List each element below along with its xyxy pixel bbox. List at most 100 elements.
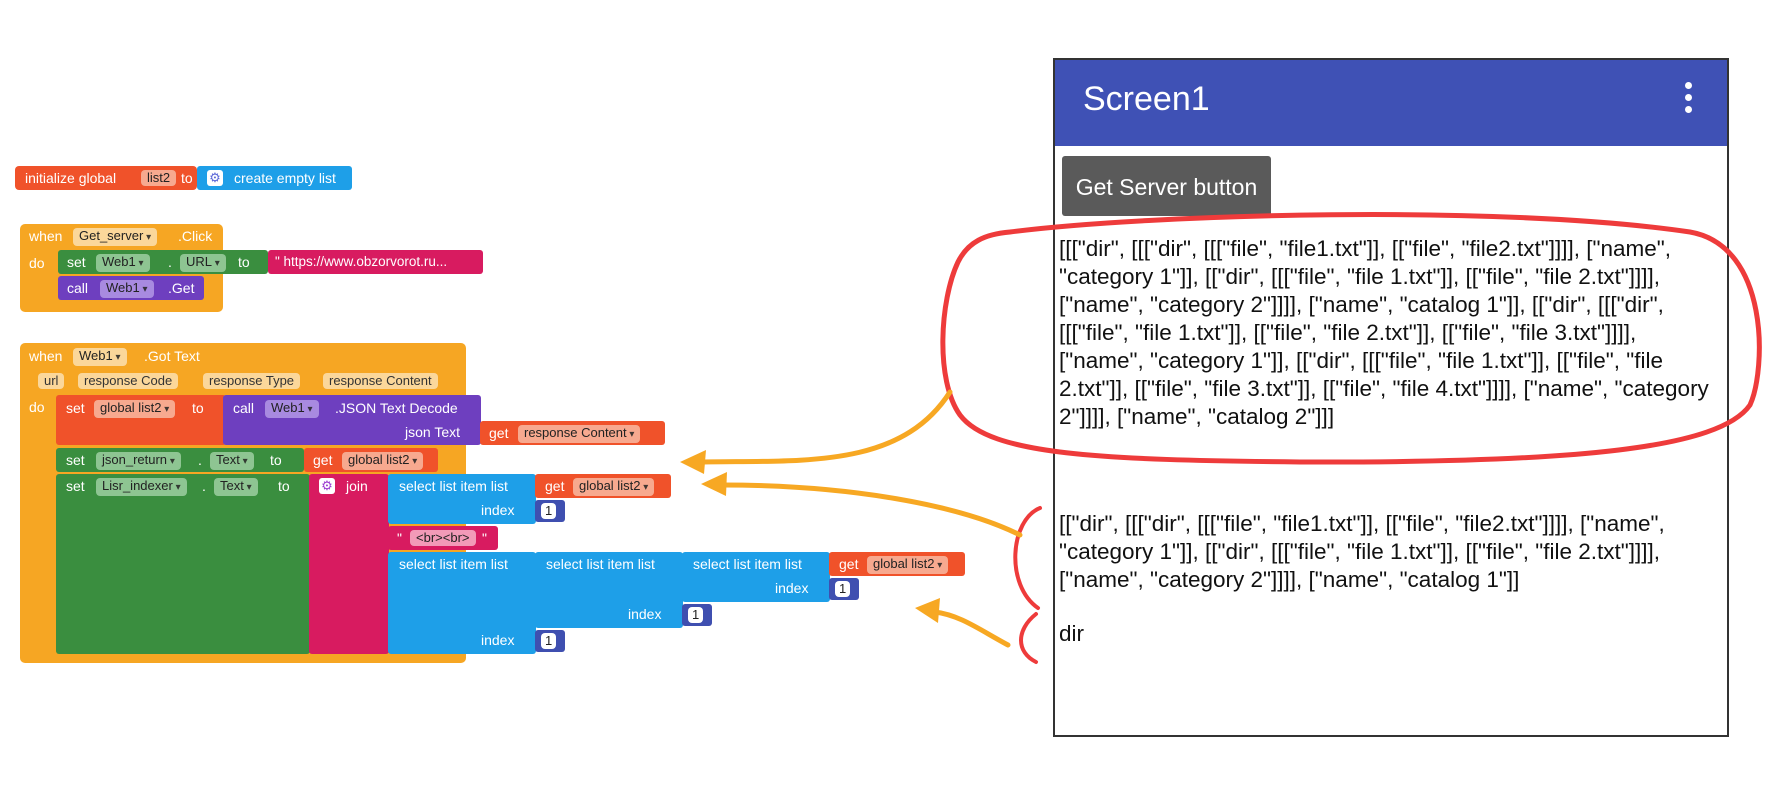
number-block[interactable]: 1 [535, 630, 565, 652]
orange-arrow-annotation [932, 609, 1011, 648]
call-label: call [67, 280, 89, 296]
gear-icon[interactable]: ⚙ [207, 170, 223, 186]
orange-arrow-annotation [719, 482, 1023, 538]
json-return-dropdown[interactable]: json_return [96, 452, 181, 470]
json-decode-label: .JSON Text Decode [335, 400, 458, 416]
result-label-3: dir [1059, 621, 1085, 646]
url-text-block[interactable]: " https://www.obzorvorot.ru... [268, 250, 483, 274]
gear-icon[interactable]: ⚙ [319, 478, 335, 494]
get-global-list2-block[interactable]: get global list2 [829, 552, 965, 576]
create-empty-list-block[interactable]: ⚙ create empty list [197, 166, 352, 190]
get-global-list2-block[interactable]: get global list2 [304, 448, 438, 472]
select-list-item-block[interactable]: select list item list index [535, 552, 683, 628]
select-list-item-label: select list item list [693, 556, 802, 572]
get-global-list2-block[interactable]: get global list2 [535, 474, 671, 498]
get-label: get [545, 478, 565, 494]
when-label: when [29, 228, 63, 244]
join-block[interactable]: ⚙ join [309, 474, 389, 654]
set-lisr-indexer-block[interactable]: set Lisr_indexer . Text to [56, 474, 310, 654]
join-label: join [346, 478, 368, 494]
web-component-dropdown[interactable]: Web1 [96, 254, 150, 272]
text-property-dropdown[interactable]: Text [214, 478, 258, 496]
set-label: set [67, 254, 86, 270]
init-global-block[interactable]: initialize global list2 to [15, 166, 197, 190]
select-list-item-label: select list item list [546, 556, 655, 572]
init-var-name[interactable]: list2 [141, 170, 177, 186]
do-label: do [29, 255, 45, 271]
index-label: index [481, 632, 515, 648]
param-response-code[interactable]: response Code [78, 373, 179, 389]
set-label: set [66, 478, 85, 494]
response-content-dropdown[interactable]: response Content [518, 425, 641, 443]
select-list-item-block[interactable]: select list item list index [682, 552, 830, 602]
get-label: get [839, 556, 859, 572]
to-label: to [270, 452, 282, 468]
get-label: get [489, 425, 509, 441]
select-list-item-label: select list item list [399, 556, 508, 572]
number-block[interactable]: 1 [682, 604, 712, 626]
param-url[interactable]: url [38, 373, 65, 389]
event-name: .Click [178, 228, 213, 244]
global-list2-dropdown[interactable]: global list2 [94, 400, 176, 418]
br-text-value[interactable]: <br><br> [410, 530, 476, 546]
number-block[interactable]: 1 [829, 578, 859, 600]
set-url-block[interactable]: set Web1 . URL to [58, 250, 268, 274]
get-label: get [313, 452, 333, 468]
json-text-label: json Text [405, 424, 460, 440]
overflow-menu-icon[interactable] [1685, 82, 1693, 118]
red-bracket-annotation [1019, 612, 1038, 664]
set-global-list2-block[interactable]: set global list2 to [56, 395, 226, 445]
orange-arrow-annotation [697, 389, 953, 465]
when-label: when [29, 348, 63, 364]
index-label: index [775, 580, 809, 596]
global-list2-dropdown[interactable]: global list2 [342, 452, 424, 470]
number-block[interactable]: 1 [535, 500, 565, 522]
select-list-item-block[interactable]: select list item list index [388, 474, 536, 524]
get-server-button[interactable]: Get Server button [1062, 156, 1271, 216]
url-text[interactable]: " https://www.obzorvorot.ru... [275, 254, 448, 269]
result-label-1: [[["dir", [[["dir", [[["file", "file1.tx… [1059, 236, 1709, 429]
text-property-dropdown[interactable]: Text [210, 452, 254, 470]
set-label: set [66, 400, 85, 416]
screen-title: Screen1 [1083, 80, 1210, 118]
arrow-head-icon [680, 450, 706, 474]
call-get-block[interactable]: call Web1 .Get [58, 276, 204, 300]
json-decode-block[interactable]: call Web1 .JSON Text Decode json Text [223, 395, 481, 445]
global-list2-dropdown[interactable]: global list2 [573, 478, 655, 496]
result-label-2: [["dir", [[["dir", [[["file", "file1.txt… [1059, 511, 1665, 592]
web-component-dropdown[interactable]: Web1 [73, 348, 127, 366]
do-label: do [29, 399, 45, 415]
global-list2-dropdown[interactable]: global list2 [867, 556, 949, 574]
set-label: set [66, 452, 85, 468]
to-label: to [238, 254, 250, 270]
number-value[interactable]: 1 [541, 633, 557, 649]
red-bracket-annotation [1013, 506, 1042, 610]
dot-label: . [168, 254, 172, 270]
url-property-dropdown[interactable]: URL [180, 254, 226, 272]
get-method-label: .Get [168, 280, 195, 296]
index-label: index [481, 502, 515, 518]
quote-close: " [482, 530, 487, 546]
param-response-content[interactable]: response Content [323, 373, 438, 389]
event-name: .Got Text [144, 348, 200, 364]
create-empty-list-label: create empty list [234, 170, 336, 186]
web-call-dropdown[interactable]: Web1 [100, 280, 154, 298]
init-global-label: initialize global [25, 170, 117, 186]
select-list-item-block[interactable]: select list item list index [388, 552, 536, 654]
select-list-item-label: select list item list [399, 478, 508, 494]
phone-screen: Screen1 Get Server button [[["dir", [[["… [1053, 58, 1729, 737]
text-br-block[interactable]: " <br><br> " [388, 526, 498, 550]
get-response-content-block[interactable]: get response Content [480, 421, 665, 445]
quote-open: " [397, 530, 402, 546]
param-response-type[interactable]: response Type [203, 373, 301, 389]
component-dropdown[interactable]: Get_server [73, 228, 158, 246]
dot-label: . [198, 452, 202, 468]
web-call-dropdown[interactable]: Web1 [265, 400, 319, 418]
lisr-indexer-dropdown[interactable]: Lisr_indexer [96, 478, 187, 496]
number-value[interactable]: 1 [541, 503, 557, 519]
set-json-return-block[interactable]: set json_return . Text to [56, 448, 304, 472]
number-value[interactable]: 1 [688, 607, 704, 623]
number-value[interactable]: 1 [835, 581, 851, 597]
dot-label: . [202, 478, 206, 494]
call-label: call [233, 400, 255, 416]
